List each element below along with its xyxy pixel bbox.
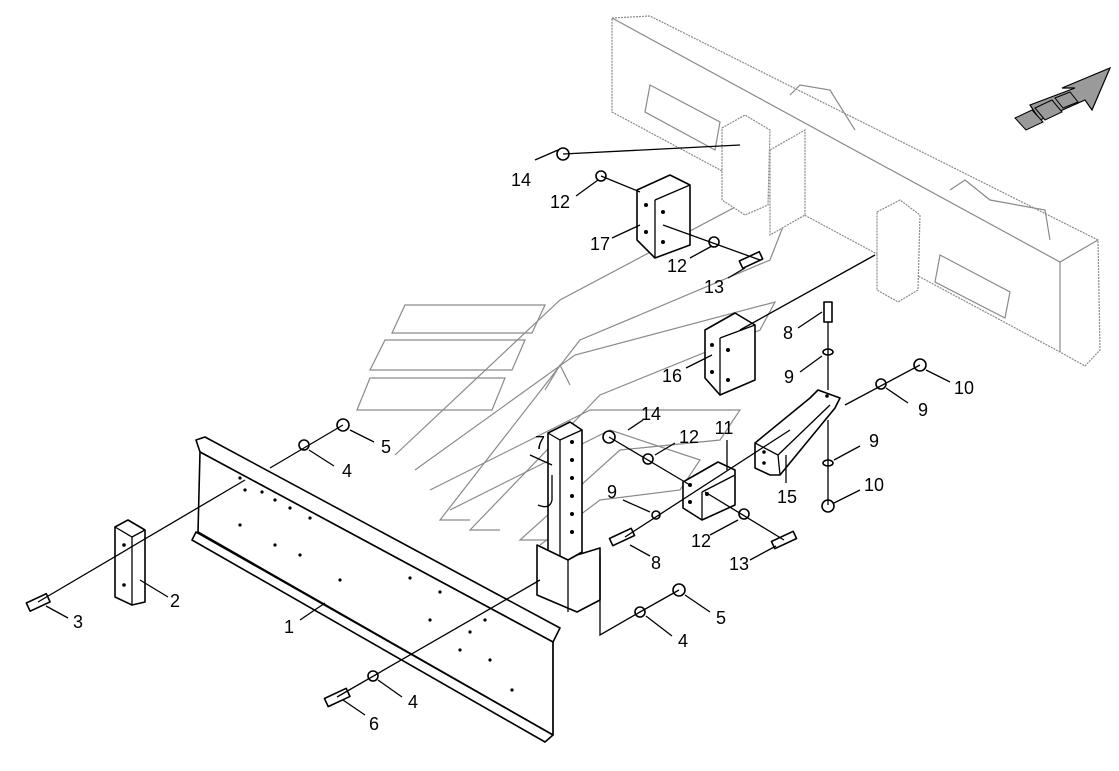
- callout-7: 7: [535, 433, 545, 453]
- callout-9: 9: [918, 400, 928, 420]
- callout-15: 15: [777, 487, 797, 507]
- callout-16: 16: [662, 366, 682, 386]
- callout-12: 12: [691, 531, 711, 551]
- callout-14: 14: [641, 404, 661, 424]
- part-11-bracket: [682, 461, 736, 521]
- callout-12: 12: [667, 256, 687, 276]
- callout-labels: 14 12 17 12 13 8 9 16 10 9 14 12 11 7 9 …: [73, 170, 974, 734]
- callout-9: 9: [784, 367, 794, 387]
- callout-5: 5: [716, 608, 726, 628]
- callout-14: 14: [511, 170, 531, 190]
- part-16-bracket: [704, 312, 756, 396]
- part-7-hitch-post: [536, 421, 601, 613]
- callout-17: 17: [590, 234, 610, 254]
- callout-9: 9: [607, 482, 617, 502]
- callout-8: 8: [783, 323, 793, 343]
- callout-1: 1: [284, 617, 294, 637]
- callout-3: 3: [73, 612, 83, 632]
- callout-5: 5: [381, 437, 391, 457]
- callout-11: 11: [715, 418, 734, 438]
- callout-10: 10: [954, 378, 974, 398]
- callout-4: 4: [678, 631, 688, 651]
- part-17-bracket: [636, 174, 691, 259]
- forward-direction-arrow-icon: [1014, 66, 1112, 131]
- callout-4: 4: [342, 461, 352, 481]
- callout-2: 2: [170, 591, 180, 611]
- callout-4: 4: [408, 692, 418, 712]
- callout-10: 10: [864, 475, 884, 495]
- frame-crossmember: [611, 15, 1101, 367]
- callout-13: 13: [704, 277, 724, 297]
- callout-12: 12: [550, 192, 570, 212]
- callout-8: 8: [651, 553, 661, 573]
- fasteners: [25, 147, 927, 708]
- part-1-bumper-beam: [191, 436, 561, 743]
- callout-12: 12: [679, 427, 699, 447]
- background-logo-outline: [356, 168, 807, 546]
- leader-lines: [37, 144, 951, 716]
- callout-13: 13: [729, 554, 749, 574]
- callout-9: 9: [869, 431, 879, 451]
- callout-6: 6: [369, 714, 379, 734]
- part-2-spacer-block: [114, 519, 146, 606]
